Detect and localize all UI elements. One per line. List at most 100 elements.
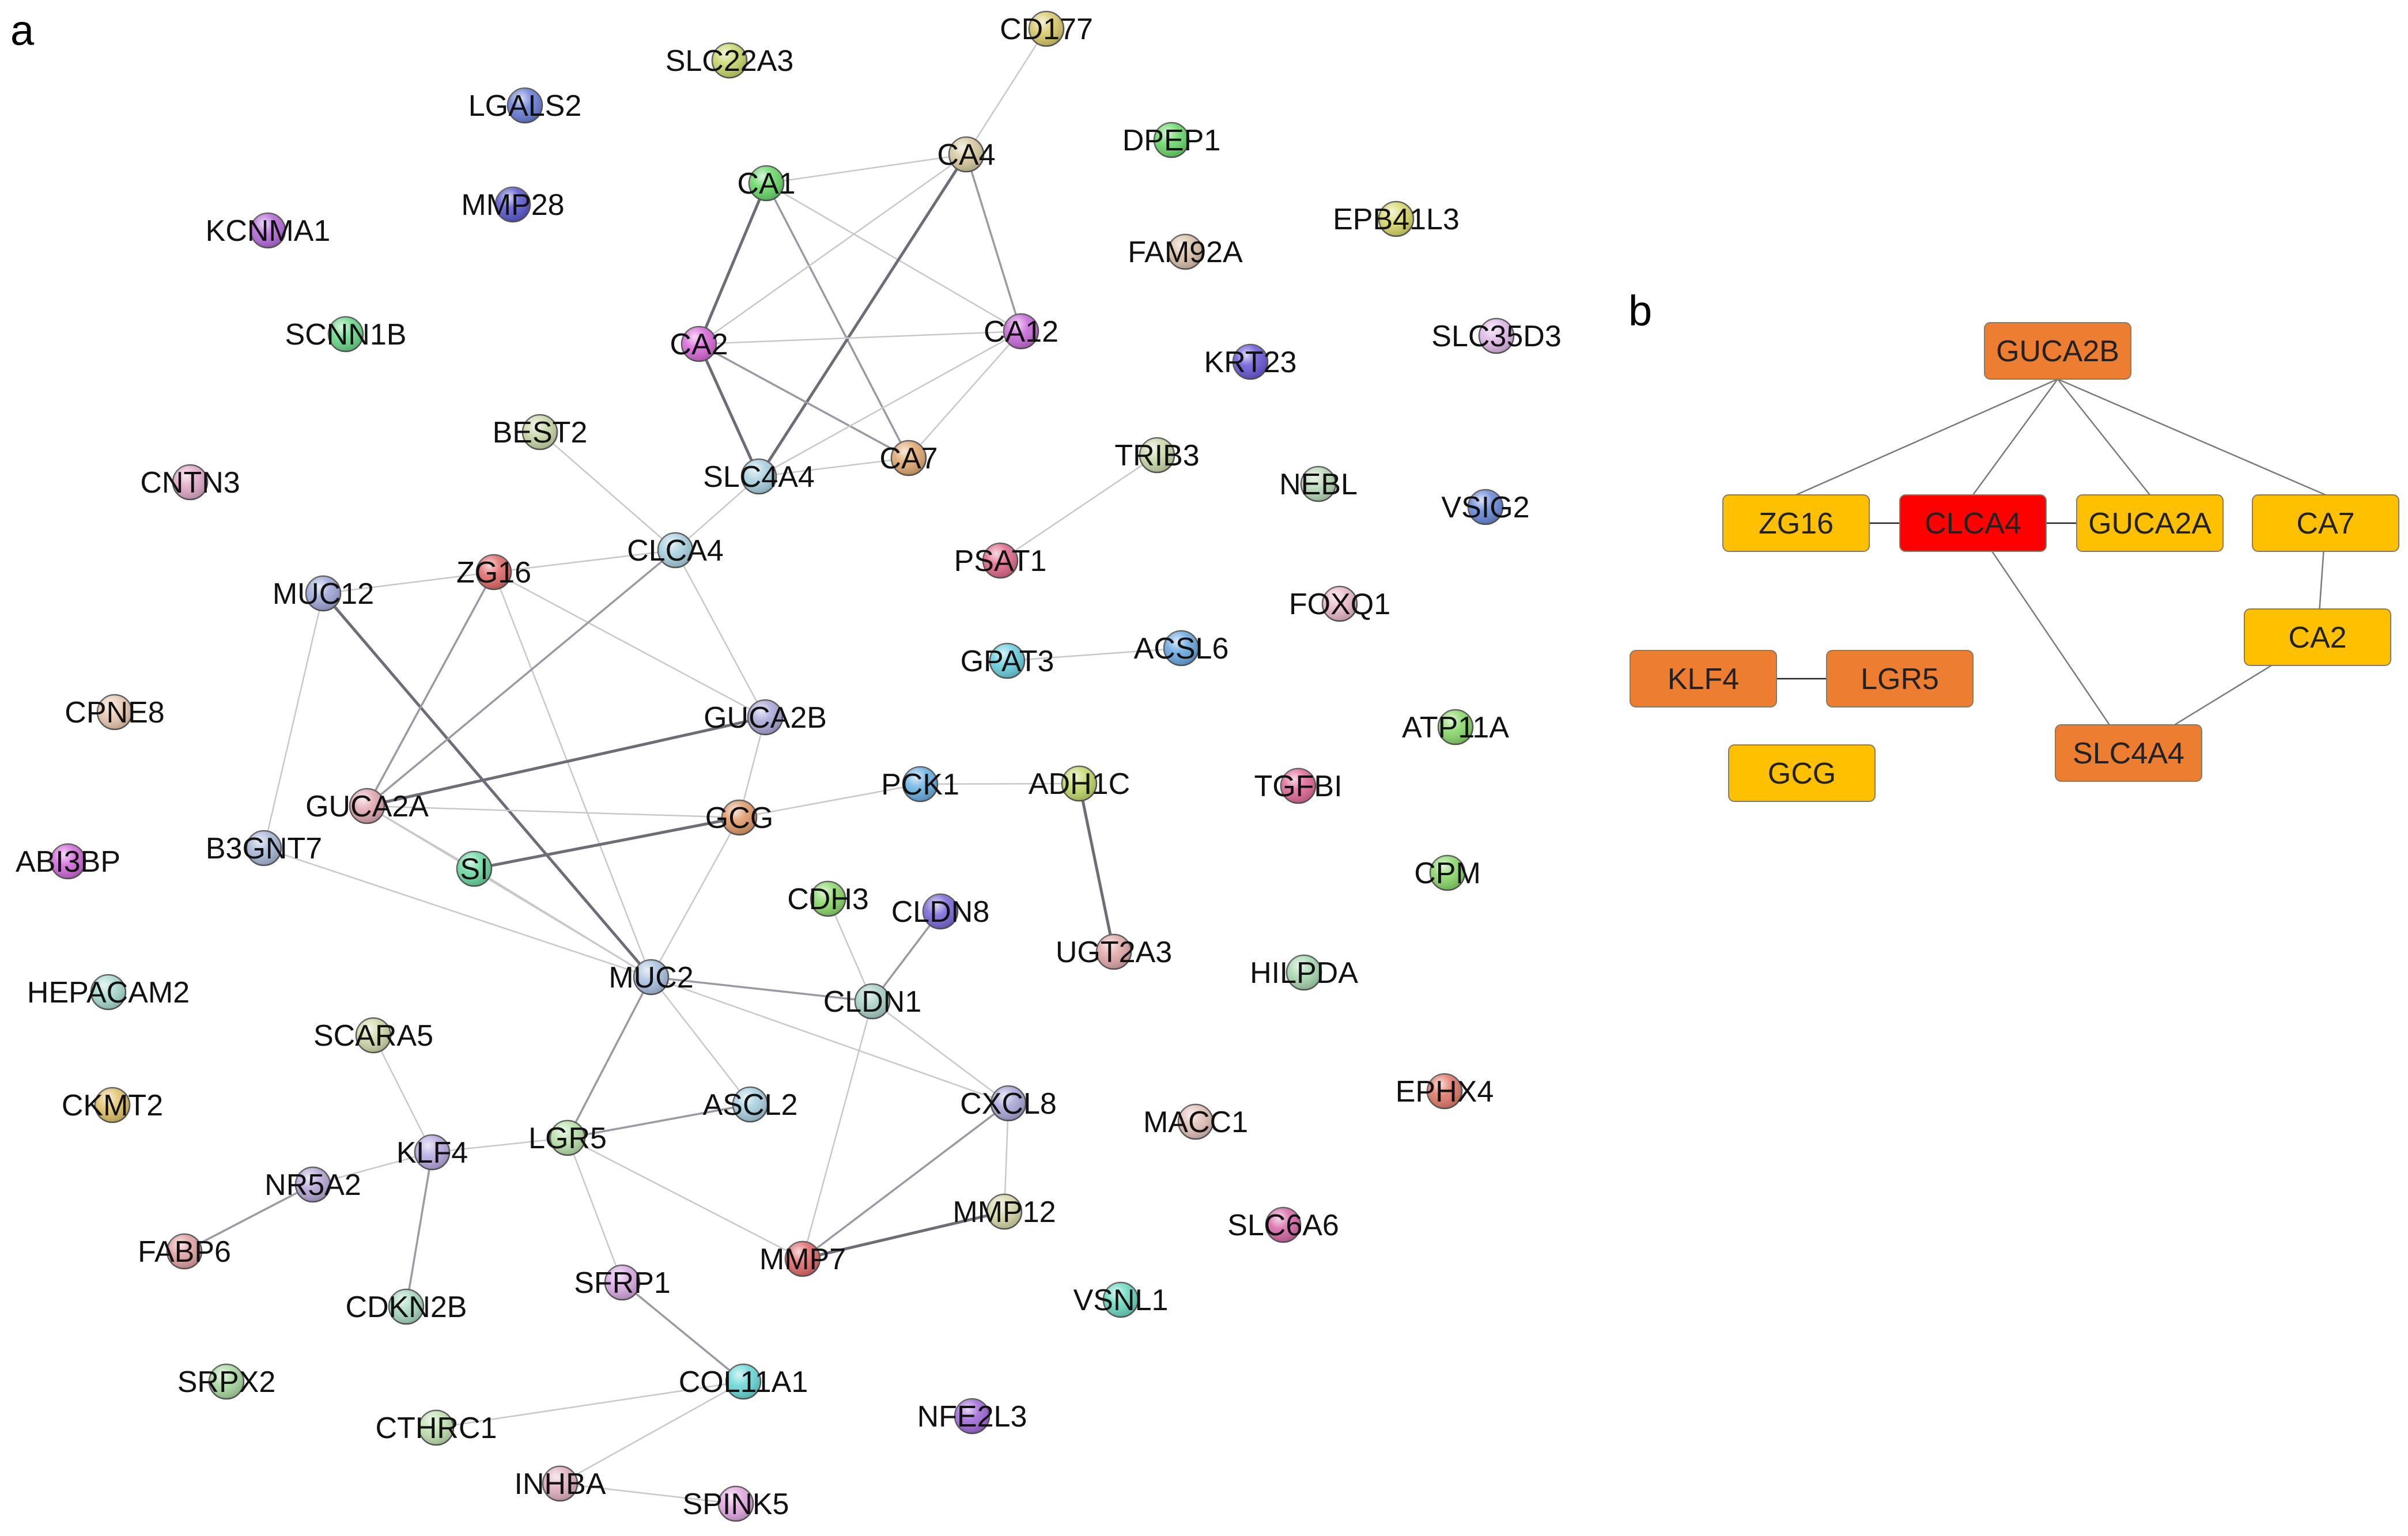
node-spink5: SPINK5 bbox=[683, 1485, 789, 1522]
node-label: CDH3 bbox=[787, 883, 869, 916]
node-label: SI bbox=[460, 853, 488, 886]
edge-col11a1-inhba bbox=[560, 1380, 744, 1485]
hub-clca4: CLCA4 bbox=[1899, 494, 2047, 552]
edge-lgr5-mmp7 bbox=[567, 1137, 803, 1260]
edge-clca4-guca2a bbox=[366, 549, 676, 807]
hub-label: GUCA2A bbox=[2088, 507, 2212, 540]
node-pck1: PCK1 bbox=[881, 766, 959, 803]
node-label: HEPACAM2 bbox=[27, 976, 190, 1009]
node-label: TRIB3 bbox=[1114, 439, 1199, 472]
hub-label: ZG16 bbox=[1759, 507, 1834, 540]
node-nfe2l3: NFE2L3 bbox=[917, 1398, 1027, 1435]
node-label: ATP11A bbox=[1402, 711, 1509, 744]
hub-label: GCG bbox=[1768, 757, 1836, 790]
edge-klf4-cdkn2b bbox=[405, 1152, 433, 1307]
node-cxcl8: CXCL8 bbox=[960, 1085, 1057, 1122]
node-label: CD177 bbox=[1000, 13, 1093, 46]
edge-b3gnt7-muc2 bbox=[263, 847, 652, 978]
hub-ca2: CA2 bbox=[2244, 608, 2391, 666]
node-label: TGFBI bbox=[1254, 770, 1342, 803]
node-cdkn2b: CDKN2B bbox=[346, 1288, 467, 1325]
node-label: CLDN8 bbox=[891, 895, 990, 929]
node-psat1: PSAT1 bbox=[954, 542, 1046, 579]
node-label: SPINK5 bbox=[683, 1488, 789, 1521]
node-label: LGR5 bbox=[528, 1122, 607, 1155]
node-ckmt2: CKMT2 bbox=[62, 1087, 163, 1123]
edge-zg16-muc2 bbox=[493, 572, 652, 978]
node-label: MMP7 bbox=[759, 1243, 846, 1276]
node-dpep1: DPEP1 bbox=[1122, 122, 1221, 158]
node-label: VSNL1 bbox=[1073, 1284, 1169, 1317]
node-macc1: MACC1 bbox=[1143, 1103, 1248, 1140]
node-label: CA1 bbox=[737, 167, 795, 200]
edge-si-muc2 bbox=[474, 868, 652, 978]
node-slc35d3: SLC35D3 bbox=[1431, 317, 1562, 354]
edge-clca4-guca2b bbox=[674, 550, 766, 718]
node-label: CDKN2B bbox=[346, 1291, 467, 1324]
node-hepacam2: HEPACAM2 bbox=[27, 974, 190, 1011]
node-label: BEST2 bbox=[493, 416, 588, 449]
node-label: MMP28 bbox=[461, 188, 564, 222]
edge-lgr5-klf4 bbox=[432, 1137, 568, 1153]
hub-slc4a4: SLC4A4 bbox=[2055, 724, 2202, 782]
node-label: SRPX2 bbox=[177, 1365, 276, 1399]
edge-ca4-ca2 bbox=[698, 153, 967, 345]
node-label: GUCA2B bbox=[704, 701, 827, 735]
node-tgfbi: TGFBI bbox=[1254, 767, 1343, 804]
node-col11a1: COL11A1 bbox=[679, 1363, 808, 1400]
node-label: HILPDA bbox=[1250, 956, 1358, 990]
node-si: SI bbox=[456, 850, 493, 887]
node-label: KLF4 bbox=[396, 1136, 468, 1170]
node-label: SLC35D3 bbox=[1431, 320, 1561, 353]
node-b3gnt7: B3GNT7 bbox=[206, 830, 322, 867]
node-guca2a: GUCA2A bbox=[305, 788, 429, 824]
edge-cxcl8-mmp7 bbox=[802, 1102, 1010, 1260]
edge-slc4a4-clca4 bbox=[675, 476, 759, 551]
node-cpm: CPM bbox=[1414, 854, 1481, 891]
node-sfrp1: SFRP1 bbox=[574, 1264, 671, 1301]
node-hilpda: HILPDA bbox=[1250, 954, 1358, 991]
node-label: EPB41L3 bbox=[1333, 203, 1460, 236]
node-label: CA2 bbox=[670, 328, 728, 361]
node-ca1: CA1 bbox=[737, 165, 796, 202]
node-label: SCARA5 bbox=[313, 1019, 433, 1053]
node-fam92a: FAM92A bbox=[1128, 233, 1243, 270]
node-label: GPAT3 bbox=[961, 645, 1054, 678]
edge-muc12-muc2 bbox=[322, 592, 652, 978]
node-lgr5: LGR5 bbox=[528, 1119, 607, 1156]
edge-cdh3-cldn1 bbox=[827, 898, 874, 1002]
node-fabp6: FABP6 bbox=[138, 1233, 231, 1270]
node-label: MUC12 bbox=[273, 577, 374, 611]
edge-ca2-ca12 bbox=[698, 330, 1022, 345]
node-label: CLCA4 bbox=[627, 534, 724, 568]
node-label: KCNMA1 bbox=[206, 214, 331, 248]
node-label: SLC6A6 bbox=[1227, 1209, 1339, 1242]
edge-best2-clca4 bbox=[539, 432, 676, 551]
node-slc6a6: SLC6A6 bbox=[1227, 1206, 1339, 1243]
node-inhba: INHBA bbox=[515, 1465, 606, 1502]
node-best2: BEST2 bbox=[493, 414, 588, 451]
node-label: ZG16 bbox=[456, 556, 531, 589]
node-label: DPEP1 bbox=[1122, 124, 1221, 157]
hub-label: CLCA4 bbox=[1925, 507, 2021, 540]
panel-a-edges bbox=[184, 28, 1182, 1505]
hub-label: SLC4A4 bbox=[2073, 737, 2184, 770]
node-epb41l3: EPB41L3 bbox=[1333, 200, 1460, 237]
node-atp11a: ATP11A bbox=[1402, 709, 1509, 746]
node-label: CNTN3 bbox=[140, 466, 240, 500]
node-acsl6: ACSL6 bbox=[1134, 630, 1228, 667]
node-label: FAM92A bbox=[1128, 236, 1243, 269]
node-cldn1: CLDN1 bbox=[823, 983, 921, 1020]
node-cntn3: CNTN3 bbox=[140, 464, 240, 501]
node-label: KRT23 bbox=[1204, 346, 1297, 379]
node-label: CKMT2 bbox=[62, 1089, 163, 1122]
edge-muc2-lgr5 bbox=[566, 977, 652, 1138]
edge-inhba-spink5 bbox=[560, 1482, 736, 1505]
node-slc4a4: SLC4A4 bbox=[703, 458, 815, 495]
node-nebl: NEBL bbox=[1279, 466, 1358, 502]
edge-zg16-guca2a bbox=[366, 572, 495, 807]
edge-trib3-psat1 bbox=[1000, 454, 1158, 562]
node-trib3: TRIB3 bbox=[1114, 437, 1200, 474]
